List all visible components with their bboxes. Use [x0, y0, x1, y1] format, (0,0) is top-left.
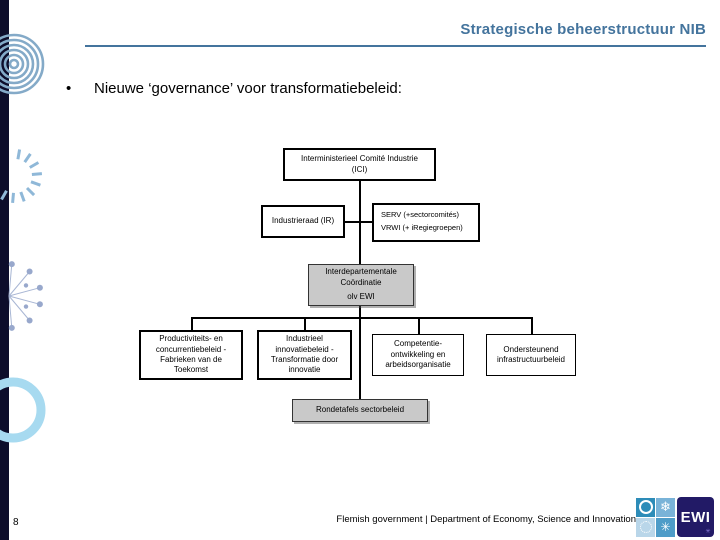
- connector-ir-serv: [345, 221, 372, 223]
- coord-line3: olv EWI: [347, 292, 375, 302]
- serv-line1: SERV (+sectorcomités): [381, 210, 460, 219]
- star-flake-icon: ✳: [656, 517, 675, 537]
- bullet-marker: •: [66, 80, 72, 97]
- connector-distributor: [191, 317, 532, 319]
- left-edge-bar: [0, 0, 9, 540]
- bullet-text: Nieuwe ‘governance’ voor transformatiebe…: [94, 80, 402, 97]
- serv-line2: VRWI (+ iRegiegroepen): [381, 222, 463, 232]
- connector-drop-2: [304, 317, 306, 330]
- title-underline: [85, 45, 706, 47]
- box-interministerieel-comite: Interministerieel Comité Industrie (ICI): [283, 148, 436, 181]
- slide-title: Strategische beheerstructuur NIB: [460, 21, 706, 38]
- box-pillar-productiviteit: Productiviteits- en concurrentiebeleid -…: [139, 330, 243, 380]
- footer-text: Flemish government | Department of Econo…: [336, 514, 636, 525]
- connector-ici-down: [359, 181, 361, 265]
- ici-line2: (ICI): [351, 164, 368, 174]
- snowflake-icon: ❄: [656, 497, 675, 517]
- ewi-logo: ❄ ✳ EWI ✳: [636, 497, 714, 537]
- box-industrieraad: Industrieraad (IR): [261, 205, 345, 238]
- dandelion-burst-icon: [8, 261, 43, 331]
- left-decoration-strip: [0, 33, 46, 443]
- dotted-circle-icon: [636, 517, 655, 537]
- connector-drop-4: [531, 317, 533, 334]
- pillar1-label: Productiviteits- en concurrentiebeleid -…: [155, 334, 227, 375]
- coord-line2: Coördinatie: [340, 277, 382, 287]
- box-pillar-competentie: Competentie-ontwikkeling en arbeidsorgan…: [372, 334, 464, 376]
- bullet-line: • Nieuwe ‘governance’ voor transformatie…: [66, 80, 402, 97]
- pillar2-label: Industrieel innovatiebeleid - Transforma…: [270, 334, 339, 375]
- coord-line1: Interdepartementale: [325, 267, 397, 277]
- connector-drop-3: [418, 317, 420, 334]
- box-pillar-infrastructuur: Ondersteunend infrastructuurbeleid: [486, 334, 576, 376]
- mini-snowflake-icon: ✳: [705, 529, 711, 535]
- ewi-logo-icon-grid: ❄ ✳: [636, 497, 675, 537]
- box-serv-vrwi: SERV (+sectorcomités) VRWI (+ iRegiegroe…: [372, 203, 480, 242]
- box-interdepartementale-coordinatie: Interdepartementale Coördinatie olv EWI: [308, 264, 414, 306]
- ewi-logo-block: EWI ✳: [677, 497, 714, 537]
- connector-drop-1: [191, 317, 193, 330]
- pillar3-label: Competentie-ontwikkeling en arbeidsorgan…: [385, 339, 451, 370]
- pillar4-label: Ondersteunend infrastructuurbeleid: [496, 344, 566, 364]
- page-number: 8: [13, 517, 19, 528]
- rondetafels-label: Rondetafels sectorbeleid: [315, 405, 405, 415]
- circle-ring-icon: [636, 497, 655, 517]
- ewi-logo-text: EWI: [680, 508, 711, 526]
- ici-line1: Interministerieel Comité Industrie: [301, 154, 418, 164]
- box-pillar-innovatie: Industrieel innovatiebeleid - Transforma…: [257, 330, 352, 380]
- connector-coord-down: [359, 306, 361, 400]
- box-rondetafels: Rondetafels sectorbeleid: [292, 399, 428, 422]
- industrieraad-label: Industrieraad (IR): [271, 216, 335, 226]
